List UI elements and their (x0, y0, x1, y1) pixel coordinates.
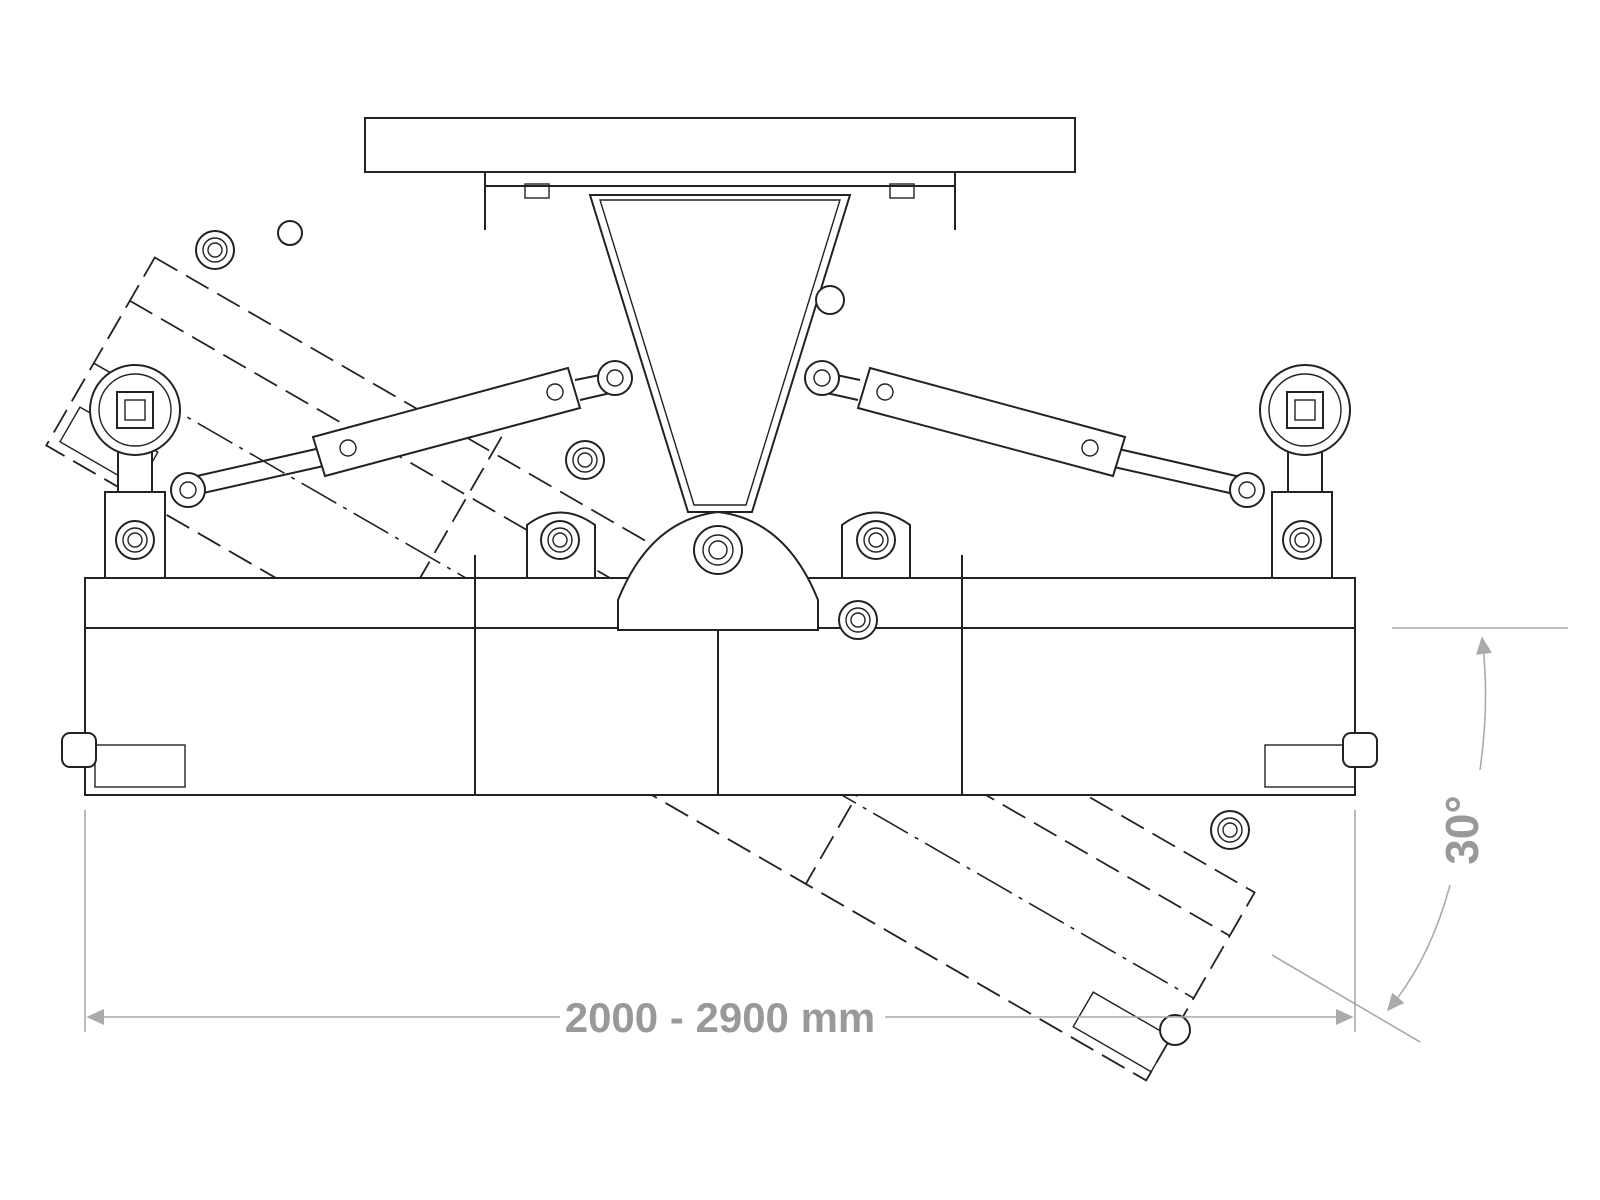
lug-left (526, 511, 596, 579)
rotated-blade-bolts (195, 220, 1250, 1046)
angle-dimension: 30° (1271, 627, 1568, 1043)
width-dimension: 2000 - 2900 mm (84, 810, 1356, 1041)
left-post (104, 491, 166, 579)
top-plate (364, 117, 1076, 173)
a-frame (588, 194, 852, 513)
width-dimension-label: 2000 - 2900 mm (565, 994, 876, 1041)
center-pivot (617, 510, 819, 631)
right-post (1271, 491, 1333, 579)
left-hydraulic-cylinder (170, 360, 633, 508)
mounting-bracket (484, 171, 956, 230)
left-wheel (89, 364, 181, 493)
right-wheel (1259, 364, 1351, 493)
right-hydraulic-cylinder (804, 360, 1265, 508)
angle-label: 30° (1436, 795, 1488, 865)
lug-right (841, 511, 911, 579)
main-blade (61, 555, 1378, 796)
